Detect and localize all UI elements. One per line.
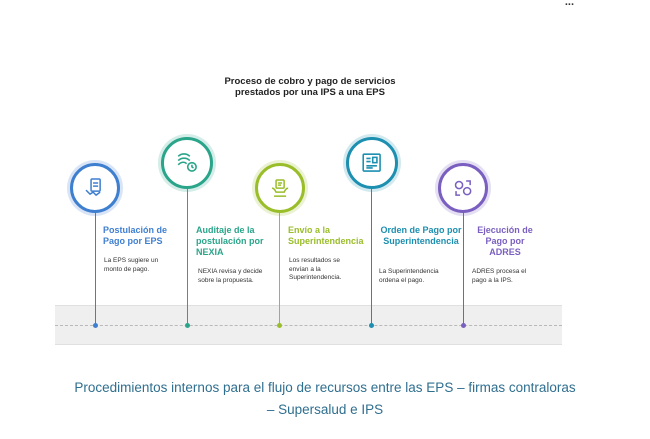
handshake-document-icon <box>85 178 101 197</box>
step-3-heading: Envío a la Superintendencia <box>288 225 364 246</box>
step-1-marker <box>93 323 98 328</box>
road-center-line <box>55 325 562 326</box>
step-2-stem <box>187 188 188 326</box>
step-3-marker <box>277 323 282 328</box>
caption-line-2: – Supersalud e IPS <box>266 402 384 417</box>
step-1-description: La EPS sugiere un monto de pago. <box>104 257 159 273</box>
step-2-description: NEXIA revisa y decide sobre la propuesta… <box>198 268 263 284</box>
step-4-stem <box>371 188 372 326</box>
step-4-icon-circle <box>346 137 398 189</box>
step-2-heading: Auditaje de la postulación por NEXIA <box>196 225 264 257</box>
money-exchange-icon <box>454 180 472 196</box>
step-4-heading: Orden de Pago por Superintendencia <box>380 225 462 246</box>
step-1-heading: Postulación de Pago por EPS <box>103 225 168 246</box>
step-4-description: La Superintendencia ordena el pago. <box>379 268 439 284</box>
step-5-marker <box>461 323 466 328</box>
payment-order-icon <box>362 153 382 173</box>
step-5-icon-circle <box>438 163 488 213</box>
send-hands-icon <box>271 179 289 197</box>
step-5-heading: Ejecución de Pago por ADRES <box>477 225 533 257</box>
step-1-icon-circle <box>70 163 120 213</box>
corner-text: ... <box>564 0 574 8</box>
audit-clock-icon <box>178 153 198 173</box>
caption-line-1: Procedimientos internos para el flujo de… <box>74 380 576 395</box>
step-5-description: ADRES procesa el pago a la IPS. <box>472 268 527 284</box>
step-4-marker <box>369 323 374 328</box>
step-1-stem <box>95 212 96 326</box>
step-3-stem <box>279 212 280 326</box>
step-2-marker <box>185 323 190 328</box>
road-bottom-edge <box>55 344 562 345</box>
road-top-edge <box>55 305 562 306</box>
step-3-icon-circle <box>255 163 305 213</box>
step-2-icon-circle <box>161 137 213 189</box>
step-3-description: Los resultados se envían a la Superinten… <box>289 257 342 281</box>
step-5-stem <box>463 212 464 326</box>
diagram-title: Proceso de cobro y pago de servicios pre… <box>224 76 396 98</box>
